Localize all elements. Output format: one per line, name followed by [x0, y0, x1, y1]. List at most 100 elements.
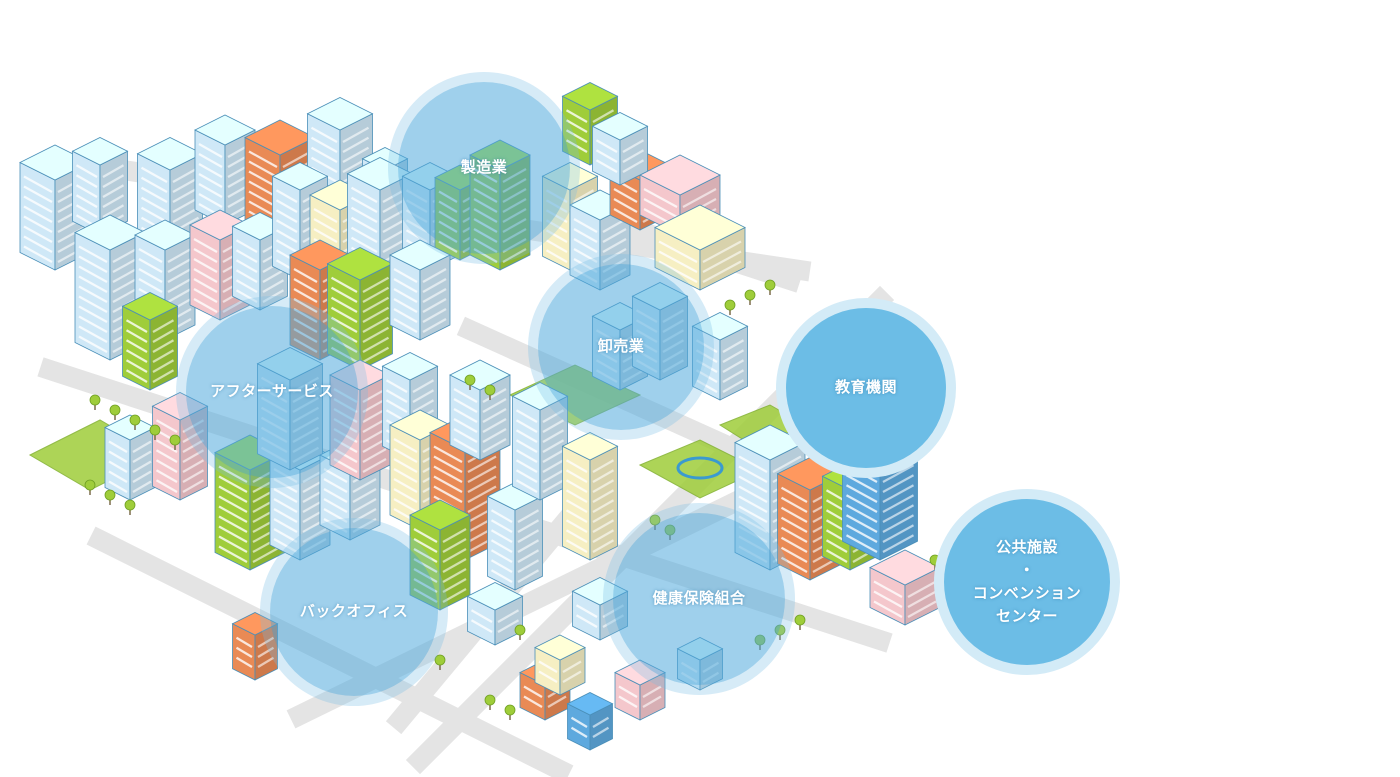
hotspot-back-office[interactable]: バックオフィス: [270, 528, 438, 696]
building-window-row: [330, 286, 358, 303]
building-window-row: [873, 600, 903, 618]
building: [121, 292, 179, 391]
building-window-row: [155, 469, 178, 483]
building-window-row: [352, 488, 377, 503]
building-window-row: [125, 339, 148, 353]
building-window-row: [78, 255, 108, 273]
building-window-row: [172, 186, 200, 203]
building-window-row: [235, 279, 258, 293]
building-window-row: [422, 268, 447, 283]
building-window-row: [602, 248, 627, 263]
building-window-row: [592, 479, 615, 493]
building-window-row: [352, 498, 377, 513]
hotspot-back-office-label: バックオフィス: [299, 602, 409, 621]
building-window-row: [275, 229, 298, 243]
building-window-row: [845, 514, 878, 533]
building-window-row: [515, 439, 538, 453]
building-window-row: [132, 450, 152, 463]
building: [486, 482, 544, 591]
building-window-row: [78, 275, 108, 293]
building-window-row: [193, 278, 218, 293]
building-window-row: [538, 660, 558, 673]
building-window-row: [442, 568, 467, 583]
building-window-row: [538, 670, 558, 683]
building-window-row: [198, 193, 223, 208]
building: [869, 549, 941, 626]
building-window-row: [738, 485, 768, 503]
building-window-row: [342, 146, 370, 163]
building-window-row: [167, 278, 192, 293]
building-window-row: [102, 164, 125, 178]
building-window-row: [573, 228, 598, 243]
building-window-row: [23, 185, 53, 203]
building-window-row: [138, 268, 163, 283]
building-window-row: [333, 448, 358, 463]
building-window-row: [23, 175, 53, 193]
building-window-row: [218, 505, 248, 523]
building-window-row: [182, 459, 205, 473]
building-window-row: [547, 695, 567, 708]
building-window-row: [152, 329, 175, 343]
building-window-row: [275, 199, 298, 213]
building-window-row: [613, 198, 638, 213]
building-window-row: [482, 438, 507, 453]
building: [466, 582, 524, 646]
building-roof: [409, 499, 471, 531]
hotspot-public-facility[interactable]: 公共施設 ・ コンベンション センター: [944, 499, 1110, 665]
building-window-row: [350, 236, 378, 253]
building-window-row: [422, 318, 447, 333]
tree: [109, 404, 121, 416]
hotspot-education[interactable]: 教育機関: [786, 308, 946, 468]
hotspot-wholesale-label: 卸売業: [597, 337, 645, 356]
building-window-row: [722, 339, 745, 353]
building-window-row: [218, 525, 248, 543]
building-window-row: [350, 196, 378, 213]
building-window-row: [393, 488, 418, 503]
building-window-row: [517, 519, 540, 533]
building-window-row: [845, 524, 878, 543]
building-window-row: [140, 186, 168, 203]
building-window-row: [442, 588, 467, 603]
building: [534, 634, 586, 696]
building-window-row: [412, 389, 435, 403]
building-right-face: [149, 305, 178, 391]
building-window-row: [490, 529, 513, 543]
building-window-row: [193, 298, 218, 313]
building-window-row: [393, 448, 418, 463]
hotspot-wholesale[interactable]: 卸売業: [538, 264, 704, 430]
building-roof: [639, 154, 721, 196]
building-window-row: [422, 278, 447, 293]
building-window-row: [413, 548, 438, 563]
building-window-row: [262, 289, 285, 303]
building-window-row: [172, 206, 200, 223]
building-window-row: [125, 359, 148, 373]
building-window-row: [575, 604, 598, 618]
building-window-row: [193, 288, 218, 303]
building-window-row: [442, 528, 467, 543]
building: [389, 239, 451, 341]
building-window-row: [23, 225, 53, 243]
building-window-row: [602, 238, 627, 253]
building-window-row: [592, 459, 615, 473]
building-window-row: [198, 183, 223, 198]
building-window-row: [572, 189, 595, 203]
building-window-row: [467, 465, 497, 483]
building-window-row: [412, 379, 435, 393]
hotspot-after-service[interactable]: アフターサービス: [186, 306, 358, 478]
hotspot-manufacturing[interactable]: 製造業: [398, 82, 570, 254]
building-window-row: [235, 259, 258, 273]
building-window-row: [643, 198, 678, 218]
building-window-row: [542, 419, 565, 433]
building-window-row: [155, 459, 178, 473]
building-window-row: [453, 418, 478, 433]
building-window-row: [422, 308, 447, 323]
hotspot-health-insurance[interactable]: 健康保険組合: [613, 513, 785, 685]
tree: [129, 414, 141, 426]
building-left-face: [562, 445, 591, 561]
building-window-row: [218, 495, 248, 513]
building-window-row: [682, 188, 717, 208]
building-window-row: [198, 143, 223, 158]
building-window-row: [393, 288, 418, 303]
building-window-row: [470, 619, 493, 633]
